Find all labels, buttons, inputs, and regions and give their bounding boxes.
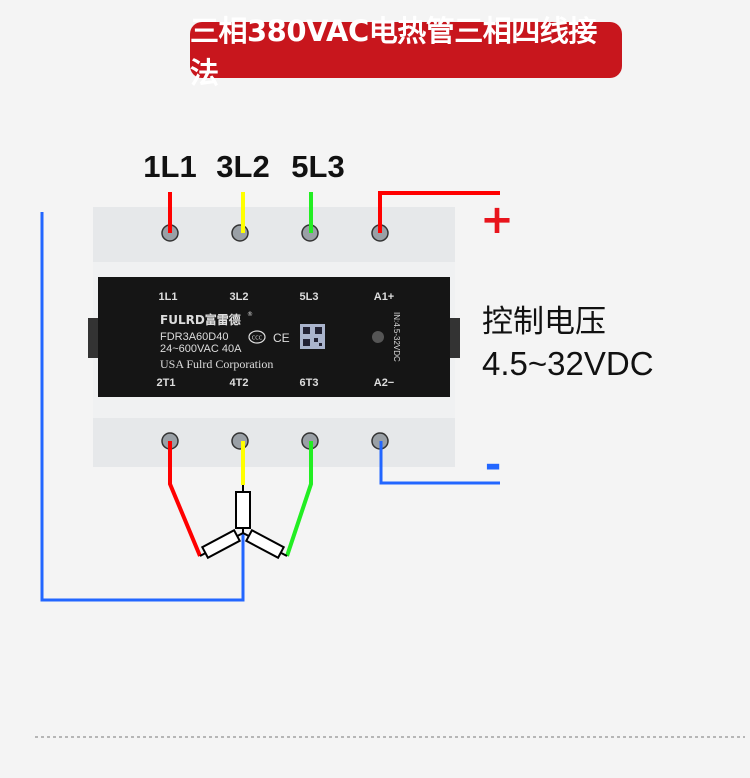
terminal-label-6t3: 6T3: [300, 377, 319, 389]
terminal-label-3l2: 3L2: [230, 291, 249, 303]
brand-registered-mark: ®: [247, 311, 253, 318]
ccc-mark-text: CCC: [252, 336, 263, 342]
wire-control-positive: [378, 191, 500, 233]
brand-logo: FULRD富雷德: [160, 312, 241, 327]
ce-mark: CE: [273, 331, 290, 345]
wire-t1-output: [168, 441, 202, 557]
positive-sign: +: [480, 197, 514, 243]
screw-icon: [231, 224, 249, 242]
wire-neutral: [40, 212, 245, 602]
input-spec: IN:4.5-32VDC: [392, 312, 401, 362]
input-label-l1: 1L1: [143, 149, 196, 184]
heater-element: [235, 491, 251, 529]
terminal-label-a2: A2−: [374, 377, 395, 389]
terminal-label-2t1: 2T1: [157, 377, 176, 389]
status-led-icon: [372, 331, 384, 343]
terminal-label-1l1: 1L1: [159, 291, 178, 303]
terminal-label-a1: A1+: [374, 291, 395, 303]
rating: 24~600VAC 40A: [160, 343, 242, 355]
terminal-label-5l3: 5L3: [300, 291, 319, 303]
control-voltage-label: 控制电压: [482, 304, 606, 340]
terminal-label-4t2: 4T2: [230, 377, 249, 389]
model-number: FDR3A60D40: [160, 331, 228, 343]
wire-t3-output: [285, 441, 313, 557]
relay-label-panel: [98, 277, 450, 397]
company-name: USA Fulrd Corporation: [160, 357, 273, 371]
wire-control-negative: [379, 441, 500, 485]
heater-element: [200, 528, 242, 560]
ccc-mark-icon: [248, 330, 266, 344]
control-voltage-range: 4.5~32VDC: [482, 345, 654, 382]
input-label-l3: 5L3: [291, 149, 344, 184]
negative-sign: -: [485, 442, 502, 488]
screw-icon: [231, 432, 249, 450]
heater-element: [244, 528, 286, 560]
heater-star-load: [199, 485, 288, 560]
screw-terminals: [161, 224, 389, 450]
input-label-l2: 3L2: [216, 149, 269, 184]
